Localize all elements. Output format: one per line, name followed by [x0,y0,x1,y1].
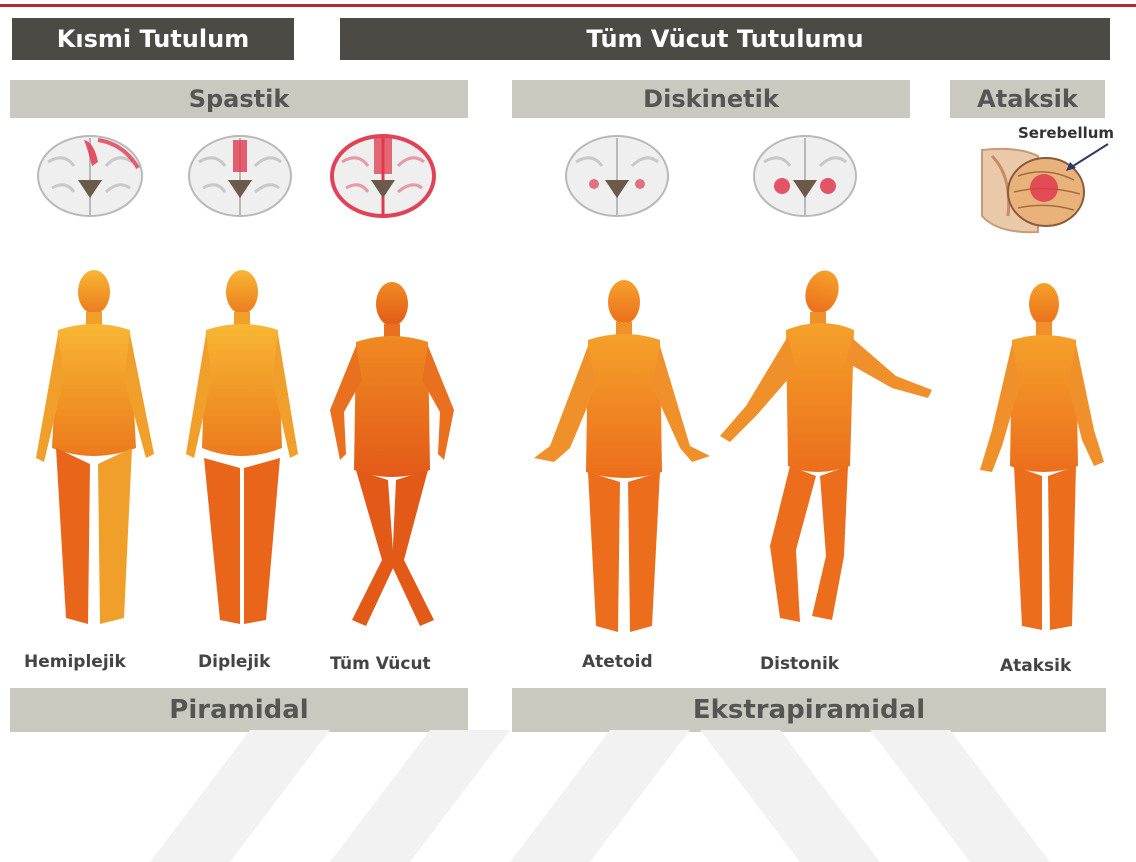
brain-athetoid-icon [562,132,672,220]
brain-whole-body-icon [328,132,438,220]
label-athetoid: Atetoid [582,652,653,672]
spastic-label: Spastik [189,85,290,113]
label-dystonic: Distonik [760,654,839,674]
pyramidal-footer: Piramidal [10,688,468,732]
figure-dystonic [716,266,938,646]
spastic-header: Spastik [10,80,468,118]
dyskinetic-header: Diskinetik [512,80,910,118]
figure-whole-body [322,280,462,650]
brain-dystonic-icon [750,132,860,220]
cerebellum-annotation: Serebellum [1018,124,1114,142]
top-rule [0,4,1136,7]
extrapyramidal-footer: Ekstrapiramidal [512,688,1106,732]
figure-athetoid [530,276,716,656]
figure-ataxic [978,280,1108,650]
brain-hemiplegic-icon [34,132,146,220]
watermark [0,730,1136,862]
ataxic-label: Ataksik [977,85,1078,113]
partial-involvement-label: Kısmi Tutulum [57,25,249,53]
partial-involvement-header: Kısmi Tutulum [12,18,294,60]
whole-body-involvement-header: Tüm Vücut Tutulumu [340,18,1110,60]
cerebellum-arrow-icon [1062,142,1112,174]
brain-diplegic-icon [185,132,295,220]
label-diplegic: Diplejik [198,652,270,672]
label-hemiplegic: Hemiplejik [24,652,126,672]
dyskinetic-label: Diskinetik [643,85,779,113]
label-whole-body: Tüm Vücut [330,654,431,674]
label-ataxic: Ataksik [1000,656,1071,676]
ataxic-header: Ataksik [950,80,1105,118]
figure-diplegic [180,268,304,648]
pyramidal-label: Piramidal [169,695,308,725]
whole-body-involvement-label: Tüm Vücut Tutulumu [586,25,863,53]
extrapyramidal-label: Ekstrapiramidal [693,695,925,725]
figure-hemiplegic [28,268,160,648]
